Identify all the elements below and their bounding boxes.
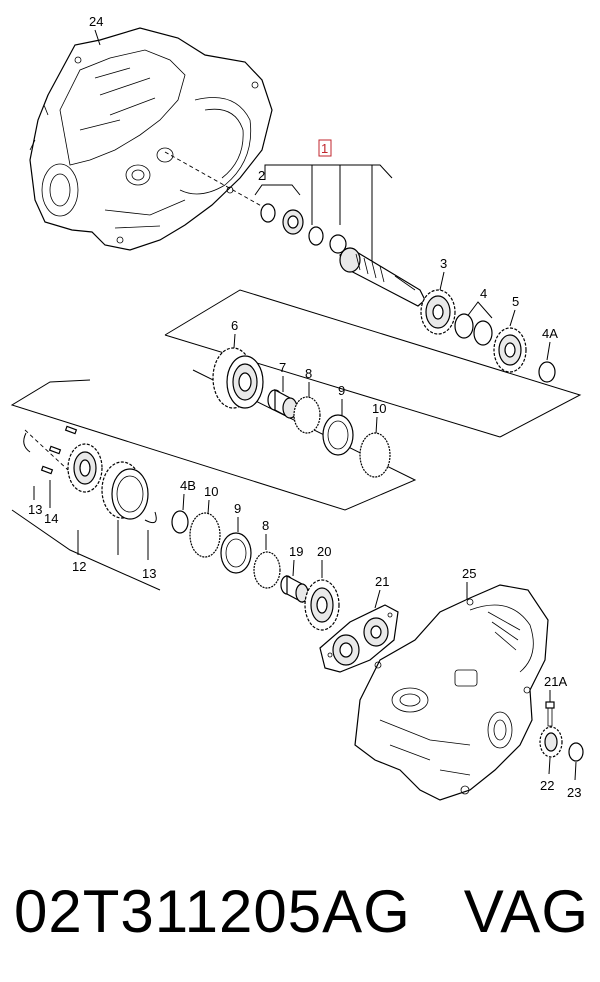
box-middle-top — [164, 289, 582, 438]
needle-bearing-7 — [267, 389, 298, 419]
callout-10-upper: 10 — [372, 401, 386, 416]
synchro-ring-8-upper — [293, 396, 321, 434]
callout-4B: 4B — [180, 478, 196, 493]
ring-9-lower-inner — [225, 538, 247, 568]
leader-6 — [233, 333, 236, 349]
synchro-ring-10-lower — [189, 512, 221, 558]
callout-8-upper: 8 — [305, 366, 312, 381]
gearbox-housing-upper — [29, 27, 273, 251]
callout-2: 2 — [258, 168, 265, 183]
callout-8-lower: 8 — [262, 518, 269, 533]
synchro-ring-8-lower — [253, 551, 281, 589]
gear-3 — [420, 289, 456, 335]
leader-22 — [548, 757, 551, 775]
bolt-21A — [545, 701, 555, 727]
bracket-1 — [264, 164, 393, 180]
exploded-parts-diagram: 24 1 2 3 4 5 4A — [10, 14, 584, 801]
callout-21A: 21A — [544, 674, 567, 689]
leader-24 — [94, 29, 101, 46]
input-shaft — [339, 247, 426, 307]
caption-bar: 02T311205AG VAG — [14, 866, 589, 956]
clip-13a — [23, 432, 31, 453]
gear-6 — [212, 347, 264, 409]
callout-13-left: 13 — [28, 502, 42, 517]
callout-13-right: 13 — [142, 566, 156, 581]
callout-9-upper: 9 — [338, 383, 345, 398]
callout-1-box — [318, 139, 332, 157]
axis-line-1 — [164, 151, 266, 209]
callout-3: 3 — [440, 256, 447, 271]
circlip-4A — [538, 361, 556, 383]
bracket-4 — [465, 301, 493, 319]
bearing-plate-21 — [319, 604, 399, 673]
callout-4: 4 — [480, 286, 487, 301]
callout-10-lower: 10 — [204, 484, 218, 499]
leader-10b — [207, 499, 210, 515]
leader-21 — [374, 589, 381, 609]
ring-4b — [473, 320, 493, 346]
callout-7: 7 — [279, 360, 286, 375]
brand-text: VAG — [463, 877, 589, 945]
gear-20 — [304, 579, 340, 631]
circlip-4B — [171, 510, 189, 534]
part-number-text: 02T311205AG — [14, 877, 411, 945]
callout-6: 6 — [231, 318, 238, 333]
leader-5 — [509, 309, 516, 327]
leader-23 — [574, 761, 577, 781]
bearing-2-bore — [287, 215, 299, 229]
circlip-1b — [329, 234, 347, 254]
circlip-2 — [260, 203, 276, 223]
leader-19 — [292, 559, 295, 577]
bracket-2 — [254, 184, 301, 196]
gear-22 — [539, 726, 563, 758]
callout-20: 20 — [317, 544, 331, 559]
circlip-23 — [568, 742, 584, 762]
callout-23: 23 — [567, 785, 581, 800]
leader-10a — [375, 416, 378, 435]
box-middle-bottom — [164, 334, 501, 438]
synchro-ring-10-upper — [359, 432, 391, 478]
callout-22: 22 — [540, 778, 554, 793]
leader-4A — [546, 341, 551, 361]
gear-5 — [493, 327, 527, 373]
sliding-sleeve — [101, 461, 149, 520]
ring-9-lower — [220, 532, 252, 574]
leader-3 — [439, 271, 445, 291]
callout-9-lower: 9 — [234, 501, 241, 516]
callout-24: 24 — [89, 14, 103, 29]
callout-4A: 4A — [542, 326, 558, 341]
ring-4a — [454, 313, 474, 339]
keys-14 — [40, 425, 78, 475]
gearbox-housing-lower — [354, 584, 549, 801]
callout-19: 19 — [289, 544, 303, 559]
callout-21: 21 — [375, 574, 389, 589]
axis-dash-lower — [24, 429, 69, 471]
synchro-hub-12 — [67, 443, 103, 493]
box-lower-left-edge — [11, 509, 161, 591]
needle-bearing-19 — [280, 575, 309, 603]
ring-9-upper-inner — [327, 420, 349, 450]
ring-1a — [308, 226, 324, 246]
clip-13b — [144, 511, 157, 524]
callout-25: 25 — [462, 566, 476, 581]
leader-4B — [182, 493, 185, 511]
ring-9-upper — [322, 414, 354, 456]
callout-5: 5 — [512, 294, 519, 309]
callout-12: 12 — [72, 559, 86, 574]
callout-14: 14 — [44, 511, 58, 526]
callout-1: 1 — [321, 141, 328, 156]
